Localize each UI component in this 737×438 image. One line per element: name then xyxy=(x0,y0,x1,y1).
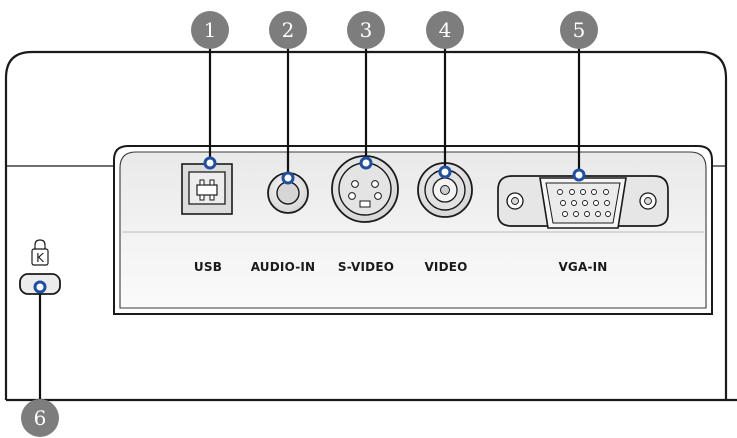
marker-1 xyxy=(203,156,217,170)
s-video-label: S-VIDEO xyxy=(338,260,394,274)
callout-5: 5 xyxy=(560,11,598,49)
usb-port xyxy=(181,163,233,215)
svg-text:6: 6 xyxy=(34,406,47,430)
vga-pins xyxy=(557,189,611,217)
video-label: VIDEO xyxy=(424,260,467,274)
marker-4 xyxy=(438,165,452,179)
marker-2 xyxy=(281,171,295,185)
leader-lines xyxy=(38,46,581,402)
svg-text:3: 3 xyxy=(360,18,373,42)
usb-label: USB xyxy=(194,260,222,274)
svg-text:4: 4 xyxy=(439,18,452,42)
svg-text:1: 1 xyxy=(204,18,217,42)
callout-badges: 1 2 3 4 5 6 xyxy=(21,11,598,437)
audio-in-jack xyxy=(267,172,309,214)
vga-in-port xyxy=(497,175,669,229)
video-jack xyxy=(417,162,473,218)
marker-3 xyxy=(359,156,373,170)
callout-markers xyxy=(33,156,586,294)
callout-1: 1 xyxy=(191,11,229,49)
lock-glyph: K xyxy=(36,251,45,265)
callout-3: 3 xyxy=(347,11,385,49)
lock-icon: K xyxy=(31,239,49,266)
audio-in-label: AUDIO-IN xyxy=(251,260,316,274)
svg-text:2: 2 xyxy=(282,18,295,42)
callout-4: 4 xyxy=(426,11,464,49)
marker-6 xyxy=(33,280,47,294)
callout-2: 2 xyxy=(269,11,307,49)
vga-in-label: VGA-IN xyxy=(558,260,607,274)
svg-text:5: 5 xyxy=(573,18,586,42)
callout-6: 6 xyxy=(21,399,59,437)
marker-5 xyxy=(572,168,586,182)
s-video-port xyxy=(331,155,399,223)
